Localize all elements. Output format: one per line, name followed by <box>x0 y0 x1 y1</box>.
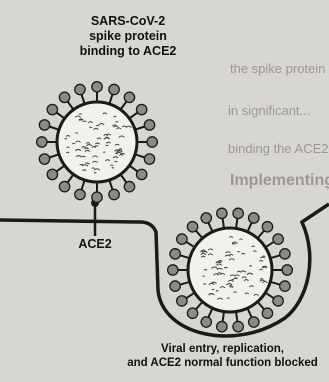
rna-speck <box>212 289 214 290</box>
spike-protein <box>144 120 154 130</box>
spike-stalk <box>81 93 84 103</box>
spike-stalk <box>48 126 58 129</box>
spike-stalk <box>109 93 112 103</box>
rna-speck <box>87 163 89 164</box>
spike-protein <box>109 189 119 199</box>
spike-protein <box>280 249 290 259</box>
spike-binding-label: SARS-CoV-2 spike protein binding to ACE2 <box>48 14 208 59</box>
spike-protein <box>187 222 197 232</box>
spike-stalk <box>67 174 73 183</box>
spike-stalk <box>195 302 202 310</box>
spike-stalk <box>135 126 145 129</box>
spike-protein <box>233 321 243 331</box>
viral-entry-label-line: and ACE2 normal function blocked <box>120 356 325 370</box>
spike-stalk <box>258 302 265 310</box>
spike-protein <box>170 281 180 291</box>
spike-stalk <box>121 174 127 183</box>
spike-stalk <box>208 222 213 232</box>
rna-speck <box>103 152 105 153</box>
spike-protein <box>59 181 69 191</box>
spike-protein <box>39 154 49 164</box>
spike-protein <box>124 181 134 191</box>
spike-stalk <box>247 222 252 232</box>
spike-protein <box>249 317 259 327</box>
spike-protein <box>75 189 85 199</box>
spike-protein <box>39 120 49 130</box>
spike-binding-label-line: SARS-CoV-2 <box>48 14 208 29</box>
spike-protein <box>168 265 178 275</box>
spike-binding-label-line: spike protein <box>48 29 208 44</box>
spike-stalk <box>129 112 138 118</box>
spike-stalk <box>270 282 281 285</box>
spike-stalk <box>67 101 73 110</box>
spike-protein <box>282 265 292 275</box>
spike-protein <box>187 308 197 318</box>
viral-entry-label-line: Viral entry, replication, <box>120 342 325 356</box>
spike-protein <box>249 213 259 223</box>
spike-protein <box>170 249 180 259</box>
spike-binding-label-line: binding to ACE2 <box>48 44 208 59</box>
spike-protein <box>144 154 154 164</box>
spike-protein <box>75 84 85 94</box>
spike-protein <box>273 296 283 306</box>
rna-speck <box>232 280 234 281</box>
virus-bound-icon <box>37 82 158 203</box>
spike-protein <box>233 208 243 218</box>
spike-stalk <box>185 241 194 247</box>
spike-protein <box>217 321 227 331</box>
rna-speck <box>112 168 114 169</box>
spike-stalk <box>270 255 281 258</box>
rna-speck <box>237 252 239 253</box>
virus-entering-icon <box>168 208 293 332</box>
background-text-line: the spike protein of SARS-CoV-2 <box>230 61 329 76</box>
spike-stalk <box>135 154 145 157</box>
spike-stalk <box>81 180 84 190</box>
spike-protein <box>147 137 157 147</box>
spike-protein <box>59 92 69 102</box>
virus-envelope <box>57 102 137 182</box>
rna-speck <box>249 266 251 267</box>
spike-protein <box>217 208 227 218</box>
spike-protein <box>47 104 57 114</box>
spike-protein <box>262 222 272 232</box>
spike-protein <box>201 317 211 327</box>
background-text: the spike protein of SARS-CoV-2 in signi… <box>228 61 329 189</box>
spike-stalk <box>129 166 138 172</box>
spike-stalk <box>222 312 224 323</box>
spike-stalk <box>195 230 202 238</box>
rna-speck <box>203 276 205 277</box>
background-text-line: in significant... <box>228 103 310 118</box>
spike-protein <box>136 169 146 179</box>
spike-protein <box>37 137 47 147</box>
spike-stalk <box>258 230 265 238</box>
spike-protein <box>109 84 119 94</box>
spike-protein <box>280 281 290 291</box>
spike-protein <box>262 308 272 318</box>
spike-stalk <box>109 180 112 190</box>
background-text-line: Implementing... <box>230 172 329 189</box>
spike-protein <box>136 104 146 114</box>
ace2-label: ACE2 <box>70 237 120 251</box>
spike-protein <box>177 234 187 244</box>
spike-protein <box>201 213 211 223</box>
rna-speck <box>94 173 96 174</box>
spike-protein <box>47 169 57 179</box>
spike-stalk <box>236 312 238 323</box>
spike-protein <box>124 92 134 102</box>
spike-protein <box>92 192 102 202</box>
spike-protein <box>177 296 187 306</box>
rna-speck <box>65 139 67 140</box>
spike-protein <box>92 82 102 92</box>
rna-speck <box>201 251 203 252</box>
rna-speck <box>76 133 78 134</box>
spike-stalk <box>185 293 194 299</box>
spike-protein <box>273 234 283 244</box>
rna-speck <box>216 291 218 292</box>
ace2-receptor-icon <box>91 199 99 236</box>
background-text-line: binding the ACE2 <box>228 141 328 156</box>
viral-entry-label: Viral entry, replication, and ACE2 norma… <box>120 342 325 370</box>
